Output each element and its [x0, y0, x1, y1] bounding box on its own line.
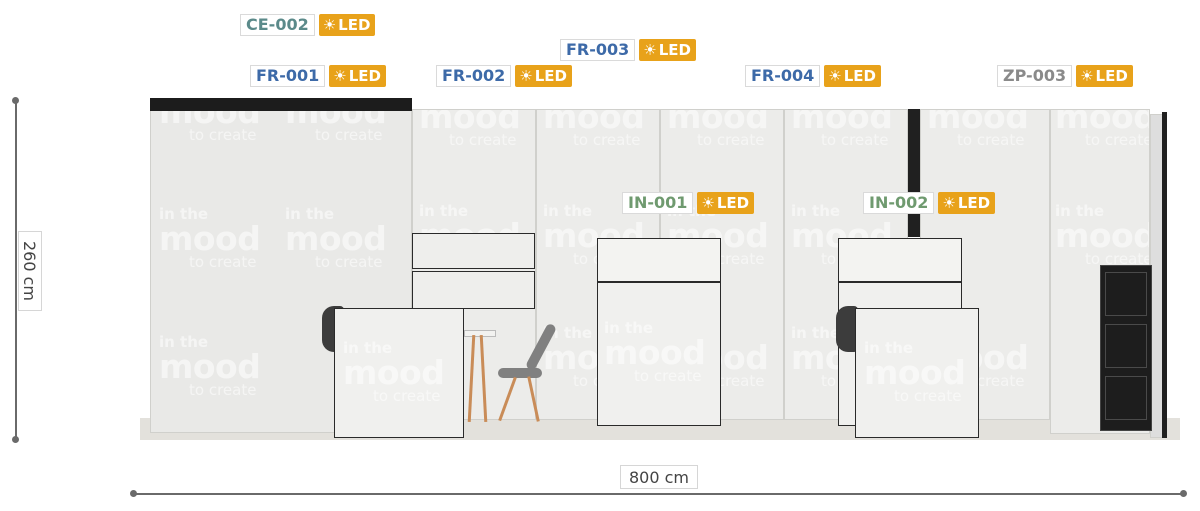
height-dimension-line — [15, 101, 17, 439]
led-badge: ☀LED — [824, 65, 882, 87]
sun-icon: ☀ — [828, 66, 842, 85]
dimension-endpoint — [12, 97, 19, 104]
fr-001-top-cap — [150, 98, 412, 111]
label-code: ZP-003 — [997, 65, 1073, 87]
label-fr-002: FR-002 ☀LED — [436, 65, 573, 87]
led-badge: ☀LED — [318, 14, 376, 36]
corner-post — [1162, 112, 1167, 438]
led-badge: ☀LED — [515, 65, 573, 87]
counter-in-001-top — [597, 238, 721, 282]
sun-icon: ☀ — [322, 15, 337, 34]
dimension-endpoint — [12, 436, 19, 443]
label-ce-002: CE-002 ☀LED — [240, 14, 376, 36]
sun-icon: ☀ — [519, 66, 533, 85]
label-code: CE-002 — [240, 14, 315, 36]
sun-icon: ☀ — [1080, 66, 1094, 85]
label-fr-004: FR-004 ☀LED — [745, 65, 882, 87]
label-code: FR-003 — [560, 39, 636, 61]
label-code: FR-004 — [745, 65, 821, 87]
led-badge: ☀LED — [938, 192, 996, 214]
label-zp-003: ZP-003 ☀LED — [997, 65, 1133, 87]
led-badge: ☀LED — [639, 39, 697, 61]
bar-stool-right — [836, 306, 858, 352]
dimension-endpoint — [130, 490, 137, 497]
sun-icon: ☀ — [701, 193, 715, 212]
label-in-001: IN-001 ☀LED — [622, 192, 755, 214]
shelf-bottom — [412, 271, 535, 309]
shelf-top — [412, 233, 535, 269]
dimension-endpoint — [1180, 490, 1187, 497]
width-dimension-label: 800 cm — [620, 465, 698, 489]
counter-in-002-top — [838, 238, 962, 282]
label-in-002: IN-002 ☀LED — [863, 192, 996, 214]
led-badge: ☀LED — [697, 192, 755, 214]
sun-icon: ☀ — [333, 66, 347, 85]
height-dimension-label: 260 cm — [18, 231, 42, 311]
label-fr-003: FR-003 ☀LED — [560, 39, 697, 61]
sun-icon: ☀ — [643, 40, 657, 59]
width-dimension-line — [134, 493, 1184, 495]
wall-post — [908, 109, 920, 237]
label-code: IN-002 — [863, 192, 935, 214]
led-badge: ☀LED — [1076, 65, 1133, 87]
label-fr-001: FR-001 ☀LED — [250, 65, 387, 87]
label-code: FR-001 — [250, 65, 326, 87]
label-code: IN-001 — [622, 192, 694, 214]
chair — [498, 368, 542, 378]
storage-shelf-unit — [1100, 265, 1152, 431]
sun-icon: ☀ — [942, 193, 956, 212]
led-badge: ☀LED — [329, 65, 387, 87]
label-code: FR-002 — [436, 65, 512, 87]
